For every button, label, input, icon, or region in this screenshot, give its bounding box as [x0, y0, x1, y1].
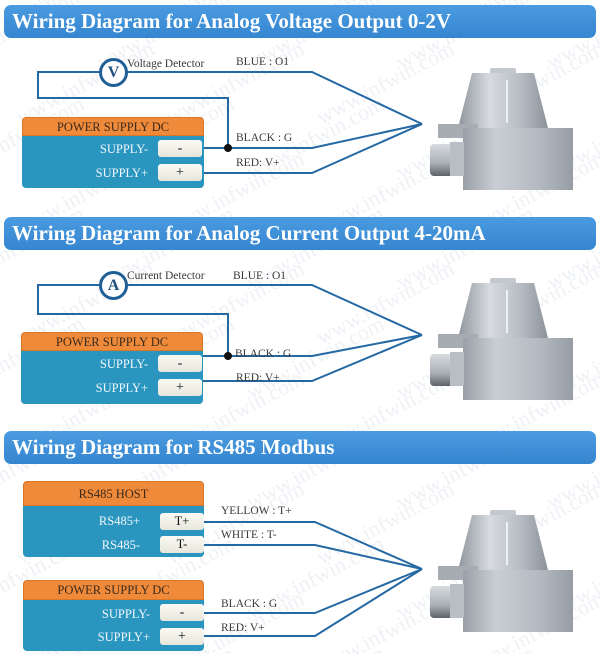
power-supply-title: POWER SUPPLY DC [23, 580, 204, 600]
terminal-t-plus: T+ [160, 513, 204, 530]
wire-label-black: BLACK : G [236, 132, 293, 144]
terminal-t-minus: T- [160, 536, 204, 553]
wire-label-blue: BLUE : O1 [233, 270, 287, 282]
wire-label-blue: BLUE : O1 [236, 56, 290, 68]
wire-label-yellow: YELLOW : T+ [221, 505, 292, 517]
wire-label-black: BLACK : G [221, 598, 278, 610]
wire-label-white: WHITE : T- [221, 529, 277, 541]
terminal-label-supply-minus: SUPPLY- [101, 607, 150, 621]
wire-label-black: BLACK : G [235, 348, 292, 360]
terminal-minus: - [158, 355, 202, 372]
meter-label: Voltage Detector [127, 58, 205, 70]
section-title-rs485: Wiring Diagram for RS485 Modbus [4, 431, 596, 464]
meter-label: Current Detector [127, 270, 205, 282]
section-title-voltage: Wiring Diagram for Analog Voltage Output… [4, 5, 596, 38]
terminal-label-supply-plus: SUPPLY+ [95, 166, 148, 180]
wire-label-red: RED: V+ [236, 372, 280, 384]
terminal-label-supply-plus: SUPPLY+ [97, 630, 150, 644]
terminal-label-supply-minus: SUPPLY- [99, 357, 148, 371]
power-supply-title: POWER SUPPLY DC [21, 332, 203, 351]
ammeter-icon: A [99, 271, 128, 300]
terminal-plus: + [158, 164, 202, 181]
terminal-label-rs485-minus: RS485- [101, 538, 140, 552]
rs485-host-title: RS485 HOST [23, 481, 204, 506]
section-title-current: Wiring Diagram for Analog Current Output… [4, 217, 596, 250]
wire-label-red: RED: V+ [236, 157, 280, 169]
terminal-label-supply-minus: SUPPLY- [99, 142, 148, 156]
terminal-label-supply-plus: SUPPLY+ [95, 381, 148, 395]
terminal-plus: + [160, 628, 204, 645]
terminal-plus: + [158, 379, 202, 396]
wire-label-red: RED: V+ [221, 622, 265, 634]
voltmeter-icon: V [99, 58, 128, 87]
terminal-minus: - [158, 140, 202, 157]
power-supply-title: POWER SUPPLY DC [22, 117, 204, 136]
terminal-label-rs485-plus: RS485+ [98, 514, 140, 528]
terminal-minus: - [160, 604, 204, 621]
